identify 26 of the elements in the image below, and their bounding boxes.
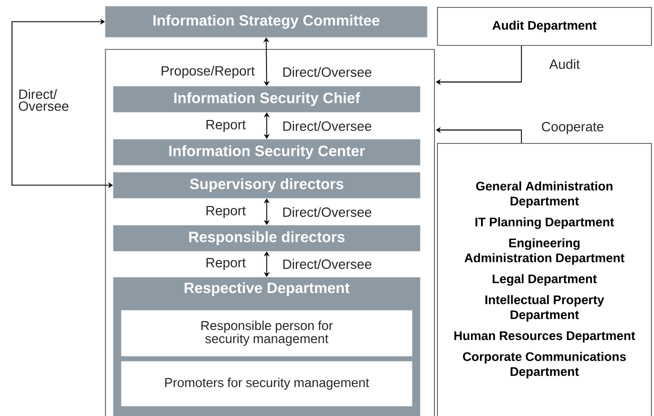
edge-label: Audit xyxy=(549,59,580,69)
role-band: Responsible directors xyxy=(113,225,420,252)
edge-label: Cooperate xyxy=(542,122,604,134)
department-name: Human Resources Department xyxy=(454,331,636,343)
relation-label: Direct/Oversee xyxy=(283,121,372,131)
department-list-box xyxy=(437,143,652,416)
department-box: Audit Department xyxy=(437,7,652,46)
department-name: IT Planning Department xyxy=(476,217,614,229)
relation-label: Propose/Report xyxy=(162,66,255,78)
role-band: Information Security Chief xyxy=(113,86,420,112)
role-band: Information Strategy Committee xyxy=(105,6,428,38)
department-name: General Administration Department xyxy=(476,181,612,208)
role-band: Supervisory directors xyxy=(113,172,420,198)
relation-label: Report xyxy=(206,120,246,132)
role-band: Information Security Center xyxy=(113,139,420,166)
relation-label: Direct/Oversee xyxy=(283,67,372,77)
department-name: Legal Department xyxy=(492,274,597,286)
department-name: Corporate Communications Department xyxy=(463,352,626,378)
relation-label: Direct/Oversee xyxy=(283,207,372,217)
relation-label: Report xyxy=(206,206,246,218)
edge-label: Direct/ Oversee xyxy=(18,89,68,111)
role-box: Promoters for security management xyxy=(121,361,412,406)
role-box: Responsible person for security management xyxy=(121,310,412,356)
department-name: Engineering Administration Department xyxy=(464,238,624,265)
relation-label: Report xyxy=(206,258,246,270)
department-name: Intellectual Property Department xyxy=(485,295,604,322)
